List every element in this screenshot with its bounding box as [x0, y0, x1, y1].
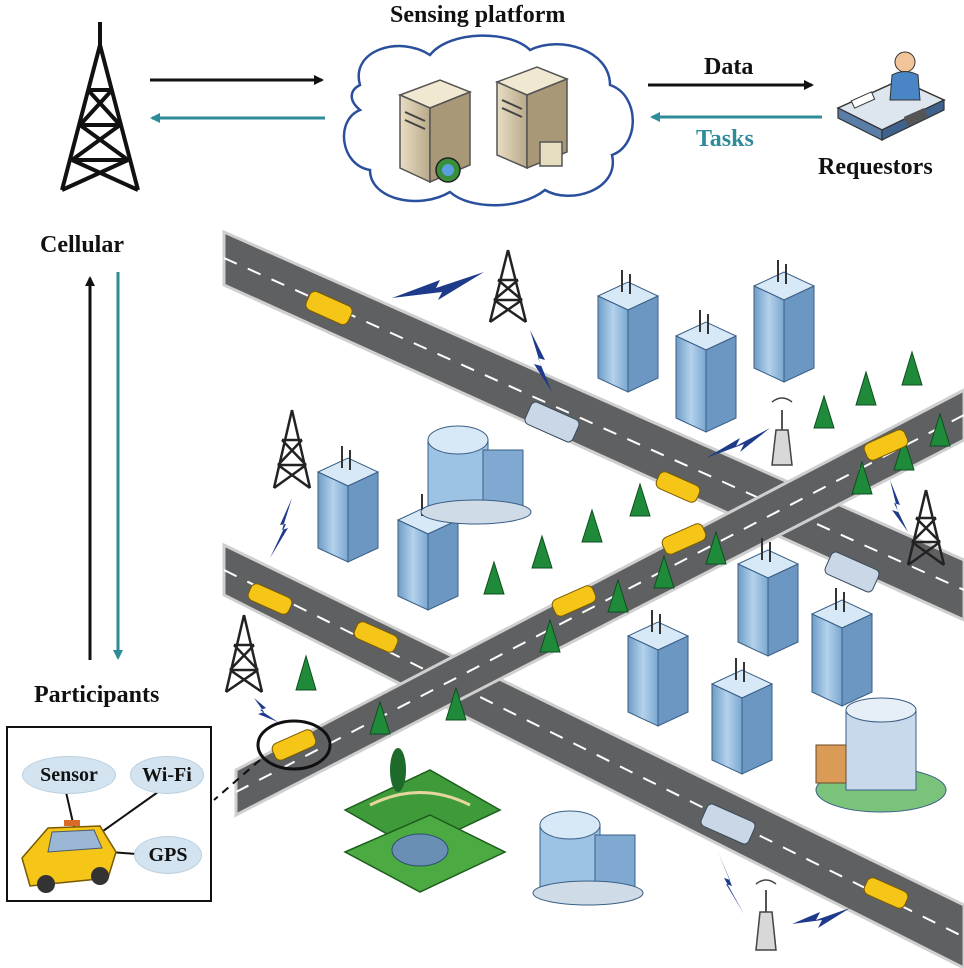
cellular-tower-icon [60, 22, 140, 192]
inset-link [213, 759, 261, 801]
sensing-platform-label: Sensing platform [390, 2, 566, 28]
taxi-icon [247, 583, 293, 615]
round-building-2 [532, 810, 644, 906]
building [710, 658, 774, 775]
server-icon [397, 79, 473, 184]
taxi-icon [271, 729, 317, 761]
taxi-icon [353, 621, 399, 653]
taxi-icon [655, 471, 701, 503]
road-network [222, 229, 964, 968]
bus-icon [700, 803, 756, 845]
participant-taxi-icon [21, 820, 117, 893]
small-tower-icon [488, 249, 528, 324]
building [674, 310, 738, 433]
requestor-icon [836, 51, 946, 141]
data-label: Data [704, 54, 754, 80]
cloud-icon [342, 34, 634, 207]
inset-links [21, 791, 159, 893]
wifi-bubble: Wi-Fi [130, 756, 204, 794]
office-buildings [316, 260, 947, 906]
taxi-icon [661, 523, 707, 555]
round-building [420, 425, 532, 525]
sensor-bubble: Sensor [22, 756, 116, 794]
taxi-icon [551, 585, 597, 617]
cylinder-building [815, 697, 947, 813]
taxi-icon [863, 877, 909, 909]
bus-icon [824, 551, 880, 593]
cellular-label: Cellular [40, 232, 124, 258]
participants-label: Participants [34, 682, 160, 708]
building [752, 260, 816, 383]
small-tower-icon-4 [906, 489, 946, 567]
building [736, 538, 800, 657]
building [596, 270, 660, 393]
participant-highlight [256, 719, 332, 771]
antenna-icon [771, 397, 793, 466]
building [626, 610, 690, 727]
requestors-label: Requestors [818, 154, 933, 180]
small-tower-icon-2 [272, 409, 312, 490]
taxi-icon [863, 429, 909, 461]
park [343, 748, 507, 893]
taxi-icon [305, 290, 353, 326]
vehicles [247, 290, 909, 909]
road-c [234, 388, 964, 818]
tasks-label: Tasks [696, 126, 754, 152]
road-b [222, 542, 964, 968]
antenna-icon-2 [755, 879, 777, 951]
building [316, 446, 380, 563]
trees [295, 350, 951, 735]
bus-icon [524, 401, 580, 443]
participant-inset: Sensor Wi-Fi GPS [6, 726, 212, 902]
building [810, 588, 874, 707]
small-tower-icon-3 [224, 614, 264, 694]
server-icon-2 [494, 66, 570, 170]
wireless-signal-icons [254, 272, 908, 928]
gps-bubble: GPS [134, 836, 202, 874]
